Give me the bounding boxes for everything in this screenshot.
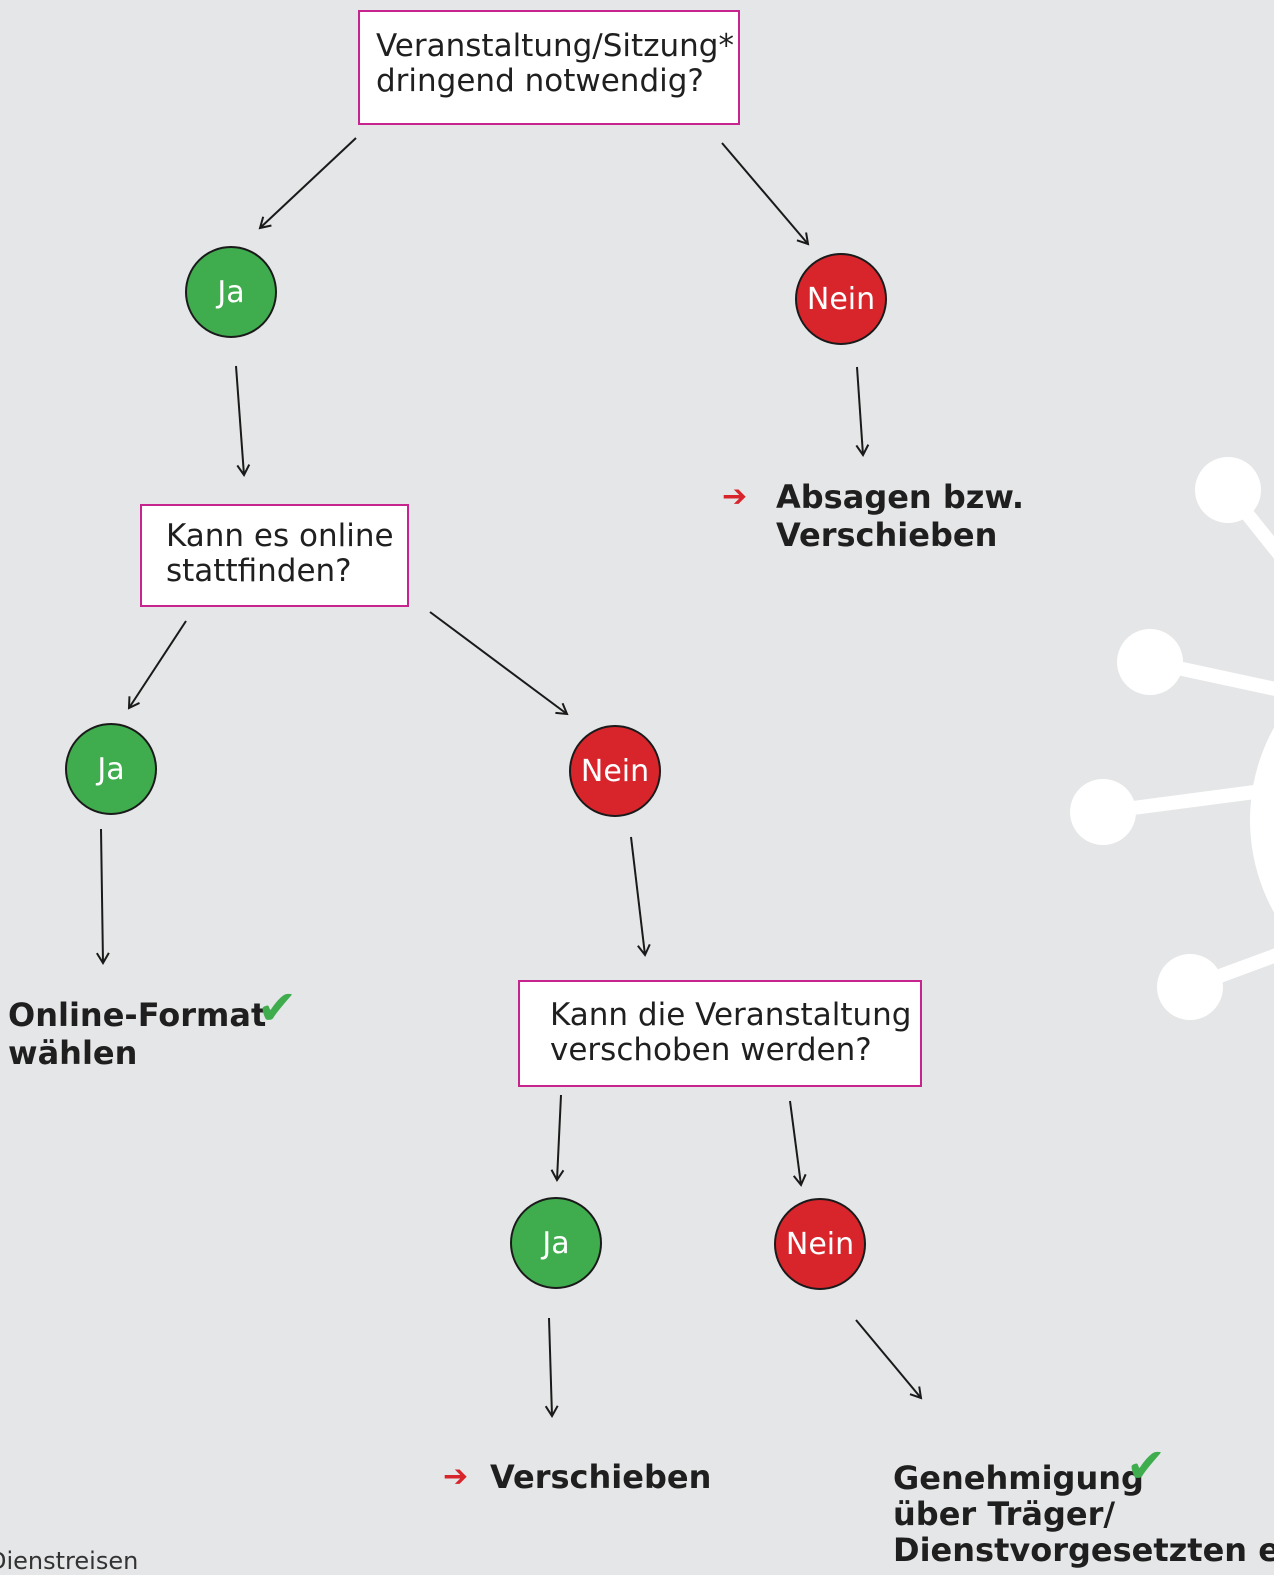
arrow-yes2-to-online — [96, 828, 110, 965]
question-line-2: verschoben werden? — [550, 1032, 872, 1068]
yes-node-3: Ja — [510, 1197, 602, 1289]
question-box-event-necessary: Veranstaltung/Sitzung* dringend notwendi… — [358, 10, 740, 125]
yes-node-2: Ja — [65, 723, 157, 815]
yes-label: Ja — [542, 1225, 570, 1261]
no-node-2: Nein — [569, 725, 661, 817]
question-line-2: stattfinden? — [166, 553, 352, 589]
footnote-text: Dienstreisen — [0, 1547, 139, 1575]
result-line-2: wählen — [8, 1034, 138, 1072]
arrow-yes1-to-q2 — [235, 365, 251, 477]
arrow-q3-to-yes — [550, 1094, 565, 1182]
arrow-yes3-to-postpone — [544, 1317, 559, 1418]
result-approval: Genehmigung über Träger/ Dienstvorgesetz… — [893, 1460, 1274, 1568]
result-line-1: Verschieben — [490, 1458, 712, 1496]
arrow-no3-to-approval — [855, 1319, 923, 1400]
virus-illustration — [1070, 457, 1274, 1020]
connector-arrows — [96, 137, 923, 1418]
result-line-1: Absagen bzw. — [776, 478, 1025, 516]
red-arrow-icon: ➔ — [722, 479, 748, 514]
arrow-q3-to-no — [789, 1100, 807, 1187]
no-label: Nein — [806, 281, 876, 317]
yes-label: Ja — [217, 274, 245, 310]
question-line-1: Kann die Veranstaltung — [550, 997, 912, 1033]
yes-label: Ja — [97, 751, 125, 787]
result-cancel-or-postpone: Absagen bzw. Verschieben — [776, 478, 1024, 554]
arrow-q1-to-no — [721, 142, 810, 246]
no-node-1: Nein — [795, 253, 887, 345]
result-line-2: über Träger/ — [893, 1495, 1116, 1533]
result-line-2: Verschieben — [776, 516, 998, 554]
question-line-2: dringend notwendig? — [376, 63, 704, 99]
question-box-postpone-possible: Kann die Veranstaltung verschoben werden… — [518, 980, 922, 1087]
question-box-online-possible: Kann es online stattfinden? — [140, 504, 409, 607]
result-line-1: Genehmigung — [893, 1459, 1144, 1497]
arrow-q2-to-no — [429, 611, 569, 716]
question-line-1: Kann es online — [166, 518, 394, 554]
checkmark-icon: ✔ — [257, 980, 298, 1036]
arrow-no1-to-cancel — [855, 366, 870, 457]
yes-node-1: Ja — [185, 246, 277, 338]
no-label: Nein — [580, 753, 650, 789]
result-line-1: Online-Format — [8, 996, 267, 1034]
question-line-1: Veranstaltung/Sitzung* — [376, 28, 734, 64]
result-postpone: Verschieben — [490, 1458, 711, 1496]
checkmark-icon: ✔ — [1126, 1438, 1167, 1494]
arrow-no2-to-q3 — [630, 836, 651, 957]
no-label: Nein — [785, 1226, 855, 1262]
arrow-q2-to-yes — [127, 620, 187, 710]
result-line-3: Dienstvorgesetzten etc. — [893, 1531, 1274, 1569]
arrow-q1-to-yes — [258, 137, 357, 230]
no-node-3: Nein — [774, 1198, 866, 1290]
red-arrow-icon: ➔ — [443, 1459, 469, 1494]
result-online-format: Online-Format wählen — [8, 996, 266, 1072]
